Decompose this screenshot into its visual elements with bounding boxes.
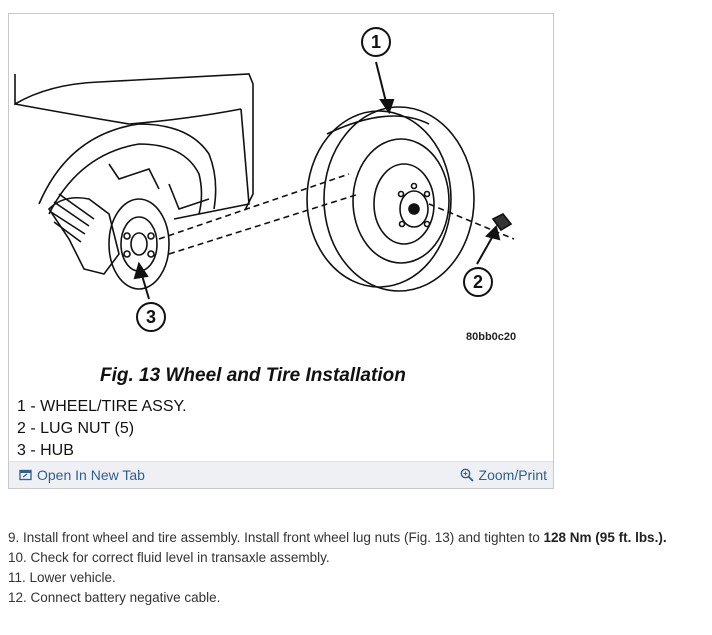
figure-footer-bar: Open In New Tab Zoom/Print (9, 461, 553, 488)
step-9-torque-spec: 128 Nm (95 ft. lbs.). (543, 530, 667, 545)
step-9-text: 9. Install front wheel and tire assembly… (8, 530, 544, 545)
callout-2: 2 (473, 272, 483, 292)
fender-outline (14, 73, 254, 211)
step-11: 11. Lower vehicle. (8, 568, 708, 588)
lug-nut (491, 212, 513, 232)
procedure-steps: 9. Install front wheel and tire assembly… (8, 528, 708, 608)
callout-3: 3 (146, 307, 156, 327)
external-window-icon (19, 469, 32, 481)
open-in-new-tab-link[interactable]: Open In New Tab (19, 467, 145, 483)
magnifier-icon (460, 468, 474, 482)
step-10: 10. Check for correct fluid level in tra… (8, 548, 708, 568)
figure-title: Fig. 13 Wheel and Tire Installation (100, 365, 406, 386)
hub (130, 232, 148, 256)
callout-1: 1 (371, 32, 381, 52)
step-11-text: 11. Lower vehicle. (8, 570, 116, 585)
step-9: 9. Install front wheel and tire assembly… (8, 528, 708, 548)
step-12: 12. Connect battery negative cable. (8, 588, 708, 608)
legend-item-3: 3 - HUB (17, 442, 74, 459)
step-12-text: 12. Connect battery negative cable. (8, 590, 221, 605)
wheel-installation-illustration: 1 2 3 80bb0c20 Fig. 13 Wheel and Tire In… (14, 27, 516, 459)
rotor (108, 198, 170, 290)
caliper (47, 196, 120, 275)
legend-item-1: 1 - WHEEL/TIRE ASSY. (17, 398, 187, 415)
tire (323, 106, 475, 292)
step-10-text: 10. Check for correct fluid level in tra… (8, 550, 330, 565)
wheel-rim (373, 163, 435, 245)
zoom-print-link[interactable]: Zoom/Print (460, 467, 547, 483)
image-code: 80bb0c20 (466, 331, 516, 343)
zoom-print-label: Zoom/Print (478, 467, 547, 483)
open-in-new-tab-label: Open In New Tab (37, 467, 145, 483)
legend-item-2: 2 - LUG NUT (5) (17, 420, 134, 437)
figure-container: 1 2 3 80bb0c20 Fig. 13 Wheel and Tire In… (8, 13, 554, 489)
